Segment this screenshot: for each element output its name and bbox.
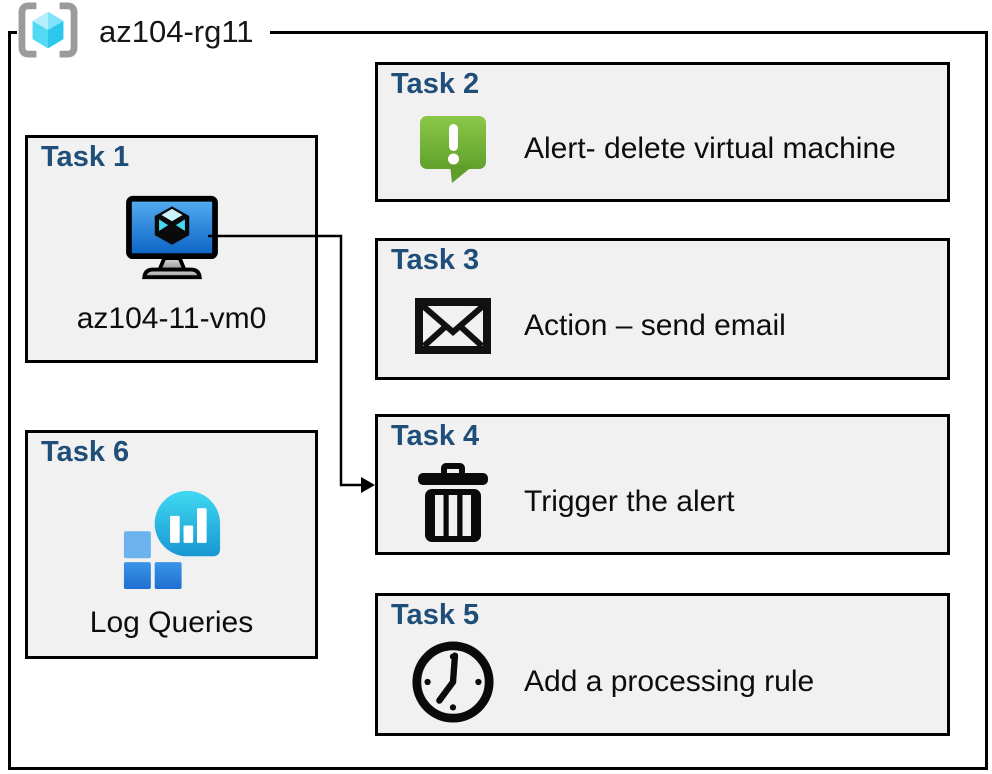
log-analytics-icon [122,489,222,594]
task2-title: Task 2 [391,68,480,100]
clock-icon [408,639,498,725]
task4-title: Task 4 [391,420,480,452]
task3-title: Task 3 [391,244,480,276]
task2-box: Task 2 Alert- delete virtual machine [375,62,950,202]
virtual-machine-icon [124,194,220,287]
trash-icon [408,461,498,543]
email-icon [408,298,498,354]
task2-label: Alert- delete virtual machine [524,132,896,165]
task3-label: Action – send email [524,309,786,342]
resource-group-header: az104-rg11 [17,1,270,63]
task6-title: Task 6 [41,436,130,468]
task4-label: Trigger the alert [524,484,735,518]
resource-group-name: az104-rg11 [99,14,254,49]
task1-box: Task 1 az104-11-vm0 [25,135,318,363]
alert-icon [408,113,498,185]
task6-label: Log Queries [89,606,254,639]
task5-title: Task 5 [391,599,480,631]
resource-group-icon [17,1,79,63]
task5-box: Task 5 Add a processing rule [375,593,950,736]
task5-label: Add a processing rule [524,664,815,698]
task4-box: Task 4 Trigger the alert [375,414,950,555]
task1-label: az104-11-vm0 [76,302,267,335]
task1-title: Task 1 [41,141,130,173]
task6-box: Task 6 Log Queries [25,430,318,659]
task3-box: Task 3 Action – send email [375,238,950,380]
